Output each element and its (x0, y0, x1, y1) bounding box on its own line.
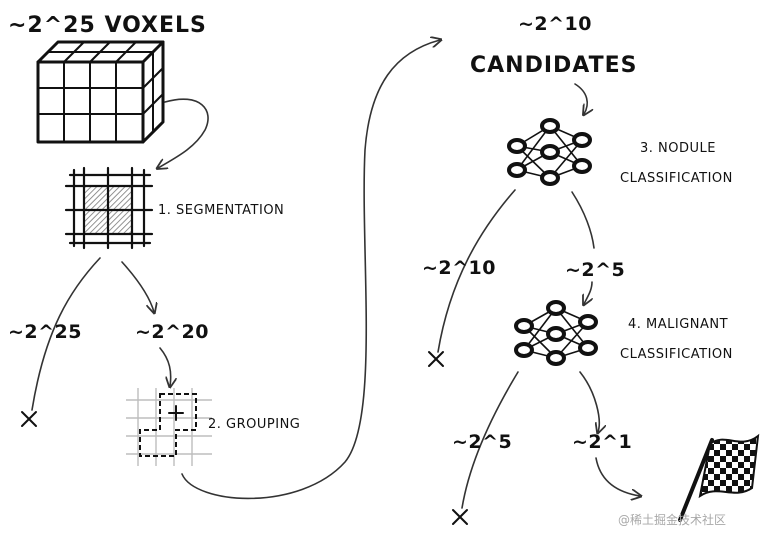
candidates-to-nodule-arrow (574, 83, 587, 114)
segmentation-pass-arrow (121, 261, 154, 312)
malignant-pass-arrow (579, 371, 599, 432)
malignant-label-line1: 4. MALIGNANT (628, 317, 728, 332)
malignant-network-icon (514, 300, 598, 366)
malignant-in-arrow (584, 281, 592, 304)
nodule-reject-count: ~2^10 (422, 257, 496, 279)
cube-to-segmentation-arrow (158, 98, 209, 168)
voxel-cube-icon (36, 40, 165, 144)
candidates-label: CANDIDATES (470, 53, 638, 78)
finish-flag-icon (678, 433, 760, 522)
malignant-to-flag-arrow (595, 457, 640, 496)
grouping-grid-icon (126, 388, 212, 466)
nodule-pass-count: ~2^5 (565, 259, 625, 281)
nodule-label-line1: 3. NODULE (640, 141, 716, 156)
grouping-in-arrow (159, 347, 171, 386)
nodule-network-icon (507, 118, 592, 186)
grouping-label: 2. GROUPING (208, 417, 300, 432)
malignant-reject-x-icon (452, 509, 468, 525)
malignant-reject-arrow (461, 371, 519, 509)
grouping-to-candidates-arrow (181, 40, 440, 500)
segmentation-reject-count: ~2^25 (8, 321, 82, 343)
segmentation-grid-icon (64, 166, 154, 250)
malignant-reject-count: ~2^5 (452, 431, 512, 453)
segmentation-reject-x-icon (21, 411, 37, 427)
voxels-label: ~2^25 VOXELS (8, 13, 207, 38)
nodule-label-line2: CLASSIFICATION (620, 171, 733, 186)
nodule-reject-arrow (437, 189, 516, 353)
nodule-pass-arrow (571, 191, 595, 249)
candidates-count: ~2^10 (518, 13, 592, 35)
segmentation-reject-arrow (31, 257, 101, 411)
malignant-pass-count: ~2^1 (572, 431, 632, 453)
segmentation-label: 1. SEGMENTATION (158, 203, 284, 218)
watermark: @稀土掘金技术社区 (618, 512, 726, 527)
malignant-label-line2: CLASSIFICATION (620, 347, 733, 362)
nodule-reject-x-icon (428, 351, 444, 367)
segmentation-pass-count: ~2^20 (135, 321, 209, 343)
